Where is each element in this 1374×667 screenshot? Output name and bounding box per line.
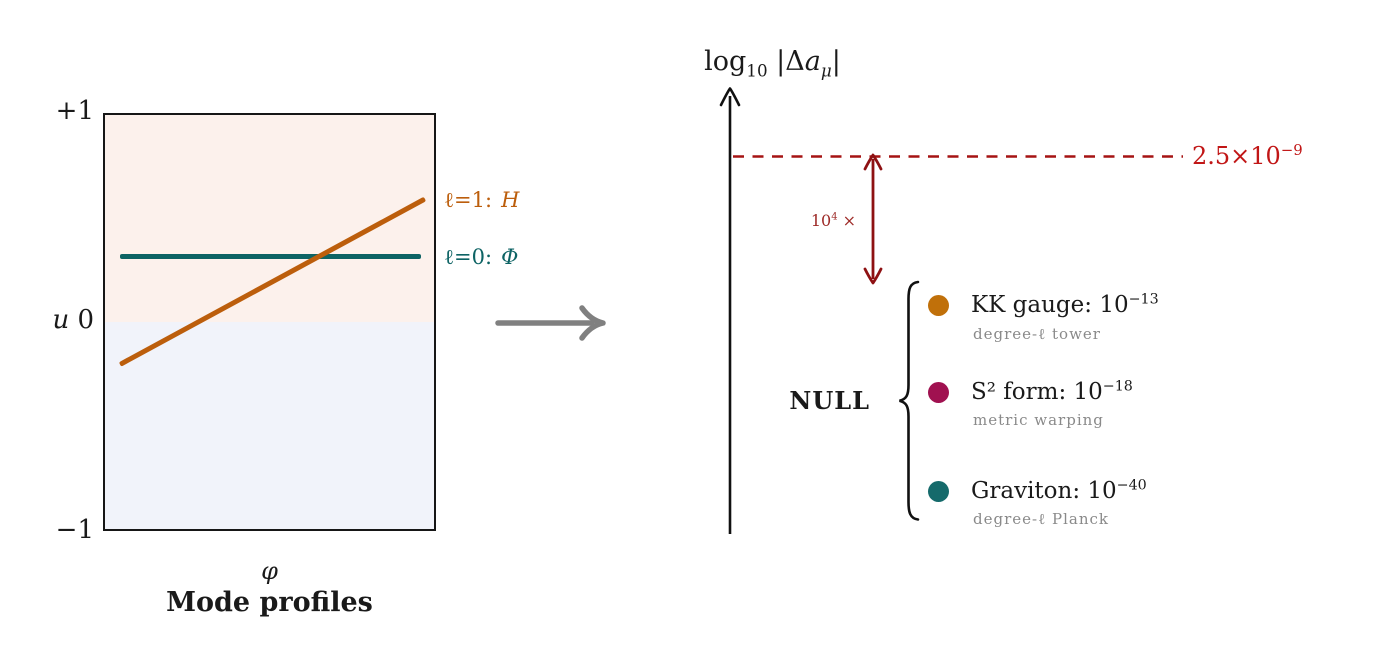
axis-title-var: a bbox=[804, 46, 821, 77]
multiplier-exponent: 4 bbox=[831, 211, 838, 223]
axis-title-delta: |Δ bbox=[767, 46, 805, 77]
y-tick-zero: 0 bbox=[77, 305, 94, 335]
gap-multiplier-label: 104 × bbox=[766, 210, 856, 232]
s2-form-subtext: metric warping bbox=[973, 411, 1104, 429]
x-axis-variable-phi: φ bbox=[261, 557, 278, 585]
kk-gauge-subtext: degree-ℓ tower bbox=[973, 325, 1101, 343]
graviton-exponent: −40 bbox=[1116, 477, 1147, 494]
mode-l0-symbol: Φ bbox=[501, 245, 519, 269]
kk-gauge-label: KK gauge: 10 bbox=[971, 292, 1129, 318]
mode-label-l1: ℓ=1: H bbox=[444, 188, 519, 212]
mode-l1-symbol: H bbox=[501, 188, 520, 212]
left-panel-caption: Mode profiles bbox=[166, 587, 373, 618]
y-tick-minus-one: −1 bbox=[55, 515, 94, 545]
mode-l0-text: ℓ=0: bbox=[444, 245, 493, 269]
multiplier-base: 10 bbox=[810, 211, 832, 230]
axis-title-log: log bbox=[704, 46, 747, 77]
u-axis-variable: u bbox=[52, 305, 70, 335]
y-axis-var-and-zero: u 0 bbox=[14, 307, 94, 333]
multiplier-times: × bbox=[842, 211, 856, 230]
log-axis-arrow bbox=[719, 87, 741, 534]
graviton-subtext: degree-ℓ Planck bbox=[973, 510, 1110, 528]
axis-title-bar: | bbox=[831, 46, 841, 77]
negative-u-region bbox=[105, 322, 434, 529]
mode-l1-text: ℓ=1: bbox=[444, 188, 493, 212]
s2-form-bullet-icon bbox=[928, 382, 949, 403]
null-group-label: NULL bbox=[789, 386, 870, 415]
mode-profiles-plot-box bbox=[103, 113, 436, 531]
threshold-exponent: −9 bbox=[1280, 141, 1303, 159]
mode-label-l0: ℓ=0: Φ bbox=[444, 245, 518, 269]
axis-title-mu: μ bbox=[820, 60, 832, 81]
kk-gauge-exponent: −13 bbox=[1128, 291, 1159, 308]
null-group-brace bbox=[899, 280, 920, 521]
s2-form-label: S² form: 10 bbox=[971, 379, 1103, 405]
kk-gauge-item: KK gauge: 10−13 bbox=[971, 290, 1159, 320]
s2-form-exponent: −18 bbox=[1102, 378, 1133, 395]
axis-title-base: 10 bbox=[746, 60, 768, 81]
graviton-item: Graviton: 10−40 bbox=[971, 476, 1147, 506]
threshold-dashed-line bbox=[733, 155, 1183, 158]
graviton-bullet-icon bbox=[928, 481, 949, 502]
positive-u-region bbox=[105, 115, 434, 322]
threshold-value-label: 2.5×10−9 bbox=[1192, 141, 1303, 171]
y-axis-title: log10 |Δaμ| bbox=[655, 46, 890, 80]
threshold-base: 2.5×10 bbox=[1192, 142, 1281, 170]
flow-arrow-icon bbox=[495, 305, 606, 341]
gap-double-arrow bbox=[863, 153, 883, 285]
kk-gauge-bullet-icon bbox=[928, 295, 949, 316]
s2-form-item: S² form: 10−18 bbox=[971, 377, 1133, 407]
graviton-label: Graviton: 10 bbox=[971, 478, 1117, 504]
y-tick-plus-one: +1 bbox=[55, 96, 94, 126]
mode-line-l0-phi bbox=[120, 254, 421, 259]
